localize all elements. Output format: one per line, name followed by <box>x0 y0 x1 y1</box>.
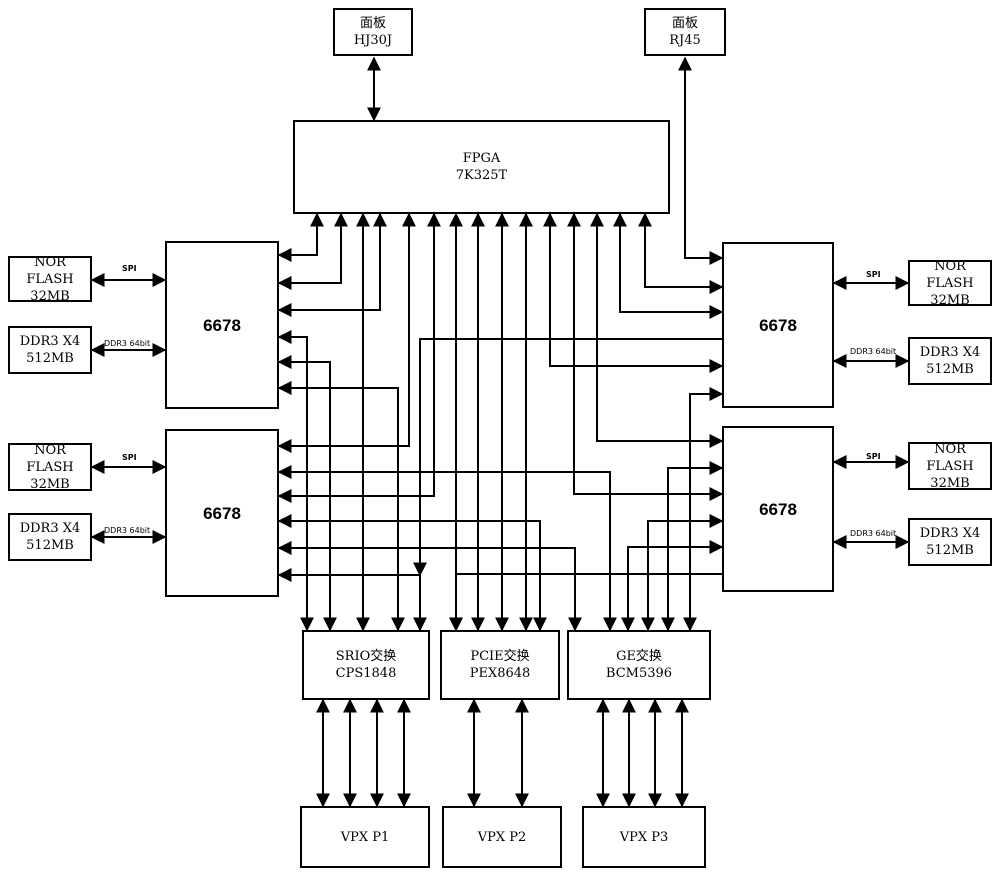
vpx-label: VPX P2 <box>477 829 527 845</box>
wire-15 <box>277 330 314 632</box>
wire-26 <box>621 540 724 632</box>
vpx-p2: VPX P2 <box>442 806 562 868</box>
wire-6 <box>613 212 724 319</box>
nor-flash-bottom-right: NOR FLASH 32MB <box>908 441 992 491</box>
wire-27 <box>449 573 722 632</box>
nor-flash-top-left: NOR FLASH 32MB <box>8 254 92 304</box>
fpga-block: FPGA 7K325T <box>293 120 670 214</box>
vpx-label: VPX P1 <box>340 829 390 845</box>
dsp-label: 6678 <box>203 503 241 523</box>
memory-type: NOR FLASH <box>926 441 974 474</box>
dsp-top-right: 6678 <box>722 242 834 408</box>
panel-rj45: 面板 RJ45 <box>644 8 726 56</box>
memory-size: 512MB <box>26 351 74 366</box>
wire-25 <box>641 514 724 632</box>
spi-label-bottom-left: SPI <box>122 453 137 462</box>
memory-type: NOR FLASH <box>26 442 74 475</box>
dsp-bottom-left: 6678 <box>165 429 279 597</box>
switch-part: PEX8648 <box>469 666 531 681</box>
switch-part: CPS1848 <box>335 666 397 681</box>
fpga-part: 7K325T <box>455 168 508 183</box>
memory-size: 512MB <box>26 538 74 553</box>
ddr-top-right: DDR3 X4 512MB <box>908 337 992 385</box>
spi-label-top-left: SPI <box>122 264 137 273</box>
ddr-bottom-left: DDR3 X4 512MB <box>8 513 92 561</box>
memory-type: NOR FLASH <box>26 254 74 287</box>
panel-title: 面板 <box>671 16 698 31</box>
memory-size: 32MB <box>930 475 970 491</box>
wire-22 <box>413 338 722 577</box>
interconnect-lines <box>90 56 910 808</box>
wire-9 <box>543 212 724 373</box>
memory-size: 32MB <box>930 292 970 308</box>
ddr-bus-label-bottom-left: DDR3 64bit <box>104 526 151 535</box>
wire-18 <box>277 465 617 632</box>
wire-3 <box>277 212 416 453</box>
dsp-label: 6678 <box>203 315 241 335</box>
memory-type: DDR3 X4 <box>19 334 81 349</box>
wire-panel-rj45 <box>678 56 724 265</box>
memory-type: DDR3 X4 <box>919 526 981 541</box>
vpx-p3: VPX P3 <box>582 806 706 868</box>
nor-flash-bottom-left: NOR FLASH 32MB <box>8 442 92 492</box>
switch-part: BCM5396 <box>605 666 673 681</box>
switch-ge: GE交换 BCM5396 <box>567 630 711 700</box>
panel-hj30j: 面板 HJ30J <box>333 8 413 56</box>
wire-20 <box>277 541 582 632</box>
memory-size: 32MB <box>30 476 70 492</box>
switch-type: SRIO交换 <box>335 649 397 664</box>
vpx-label: VPX P3 <box>619 829 669 845</box>
spi-label-bottom-right: SPI <box>866 452 881 461</box>
dsp-top-left: 6678 <box>165 241 279 409</box>
dsp-label: 6678 <box>759 499 797 519</box>
wire-17 <box>277 381 405 632</box>
panel-connector: HJ30J <box>353 33 393 48</box>
wire-2 <box>277 212 387 317</box>
nor-flash-top-right: NOR FLASH 32MB <box>908 258 992 308</box>
memory-size: 512MB <box>926 543 974 558</box>
memory-type: NOR FLASH <box>926 258 974 291</box>
panel-title: 面板 <box>359 16 386 31</box>
ddr-bus-label-top-right: DDR3 64bit <box>850 347 897 356</box>
dsp-label: 6678 <box>759 315 797 335</box>
wire-23 <box>683 387 724 632</box>
memory-size: 512MB <box>926 362 974 377</box>
switch-srio: SRIO交换 CPS1848 <box>302 630 430 700</box>
switch-pcie: PCIE交换 PEX8648 <box>440 630 560 700</box>
ddr-top-left: DDR3 X4 512MB <box>8 326 92 374</box>
memory-type: DDR3 X4 <box>919 345 981 360</box>
wire-5 <box>638 212 724 294</box>
spi-label-top-right: SPI <box>866 270 881 279</box>
wire-0 <box>277 212 324 262</box>
ddr-bottom-right: DDR3 X4 512MB <box>908 518 992 566</box>
memory-size: 32MB <box>30 288 70 304</box>
panel-connector: RJ45 <box>669 33 701 48</box>
memory-type: DDR3 X4 <box>19 521 81 536</box>
ddr-bus-label-bottom-right: DDR3 64bit <box>850 529 897 538</box>
switch-type: PCIE交换 <box>470 649 530 664</box>
fpga-label: FPGA <box>462 151 501 166</box>
vpx-p1: VPX P1 <box>300 806 430 868</box>
wire-7 <box>590 212 724 448</box>
dsp-bottom-right: 6678 <box>722 426 834 592</box>
switch-type: GE交换 <box>616 649 662 664</box>
wire-4 <box>277 212 441 503</box>
wire-24 <box>661 461 724 632</box>
wire-1 <box>277 212 348 290</box>
ddr-bus-label-top-left: DDR3 64bit <box>104 339 151 348</box>
